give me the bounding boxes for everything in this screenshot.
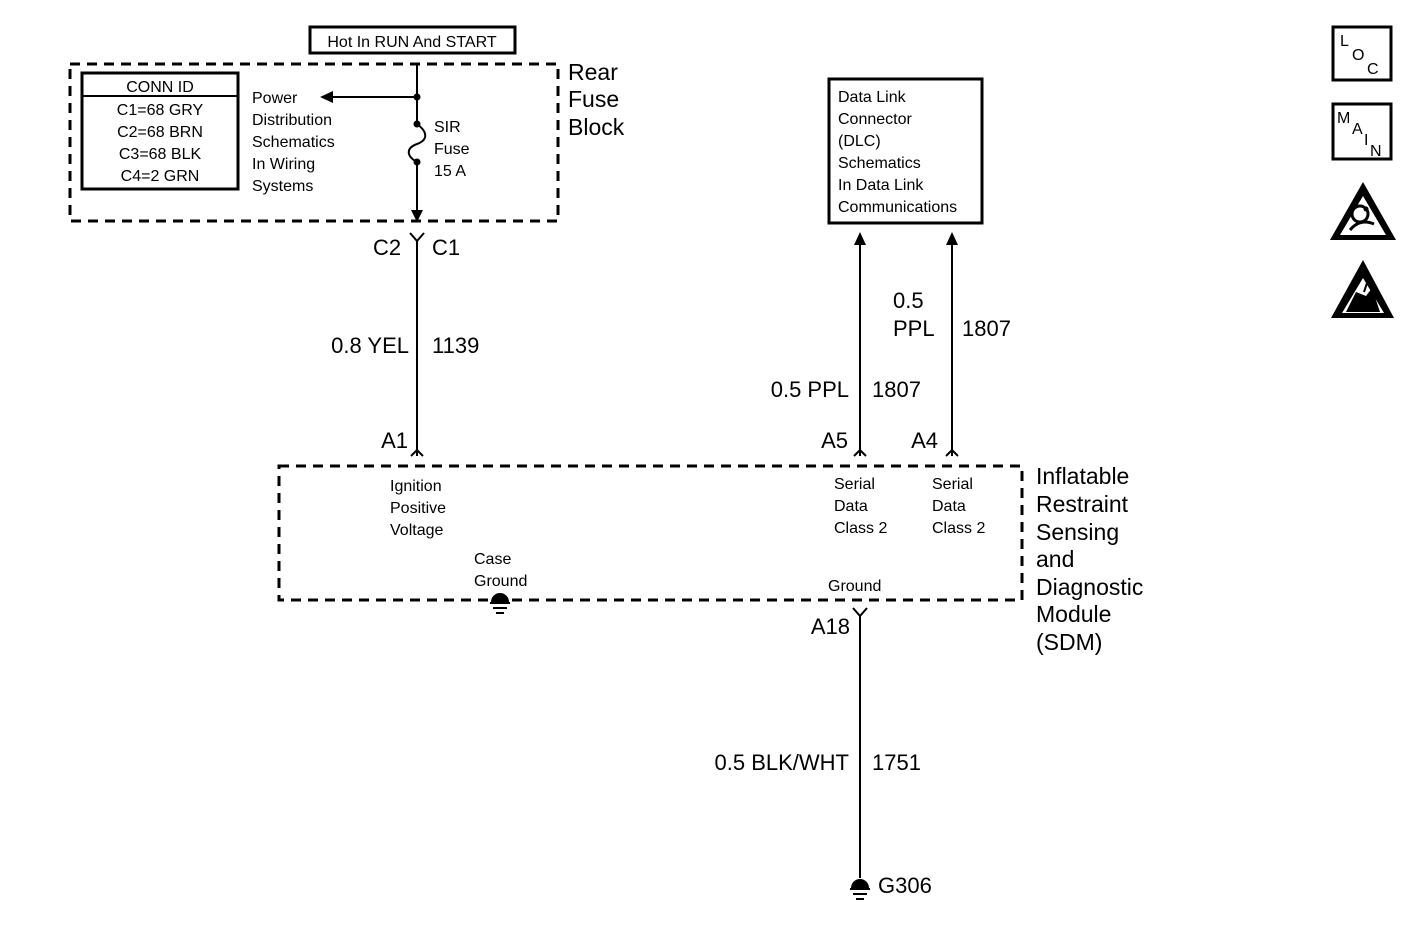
wire-1751-gauge-color: 0.5 BLK/WHT	[715, 750, 849, 775]
sdm-title-line: Restraint	[1036, 491, 1129, 517]
wire-1139-gauge-color: 0.8 YEL	[331, 333, 409, 358]
dlc-line: (DLC)	[838, 133, 881, 150]
conn-id-row: C1=68 GRY	[117, 102, 204, 119]
main-letter: M	[1337, 110, 1350, 127]
sdm-title-line: Diagnostic	[1036, 574, 1143, 600]
ign-line: Positive	[390, 500, 446, 517]
main-letter: I	[1364, 132, 1368, 149]
fuse-icon	[407, 123, 427, 163]
conn-id-header: CONN ID	[126, 79, 194, 96]
sd-a5-line: Data	[834, 498, 868, 515]
sd-a4-line: Serial	[932, 476, 973, 493]
rear-fuse-block: Rear Fuse Block CONN ID C1=68 GRY C2=68 …	[68, 59, 625, 223]
wire-1751-circuit: 1751	[872, 750, 921, 775]
connector-a18-icon	[852, 607, 868, 618]
power-ref-line: Schematics	[252, 134, 335, 151]
power-ref-line: Systems	[252, 178, 313, 195]
pin-a1-label: A1	[381, 428, 408, 453]
connector-a1-icon	[410, 448, 424, 457]
dlc-box: Data Link Connector (DLC) Schematics In …	[827, 77, 984, 225]
sd-a4-line: Data	[932, 498, 966, 515]
main-button[interactable]: M A I N	[1331, 102, 1393, 161]
pin-a18-label: A18	[811, 614, 850, 639]
power-ref-line: In Wiring	[252, 156, 315, 173]
fuse-line: Fuse	[434, 141, 470, 158]
conn-id-row: C2=68 BRN	[117, 124, 203, 141]
loc-letter: L	[1340, 33, 1349, 50]
loc-button[interactable]: L O C	[1331, 25, 1393, 82]
ign-line: Ignition	[390, 478, 442, 495]
pin-a5-label: A5	[821, 428, 848, 453]
wire-1807-a4-gauge: 0.5	[893, 288, 924, 313]
ground-g306-label: G306	[878, 873, 932, 898]
dlc-line: Schematics	[838, 155, 921, 172]
connector-c1-label: C1	[432, 235, 460, 260]
power-ref-line: Distribution	[252, 112, 332, 129]
rear-fuse-block-title-3: Block	[568, 114, 625, 140]
dlc-line: Connector	[838, 111, 912, 128]
dlc-line: Communications	[838, 199, 957, 216]
ground-label: Ground	[828, 578, 881, 595]
sd-a4-line: Class 2	[932, 520, 985, 537]
sd-a5-line: Serial	[834, 476, 875, 493]
loc-letter: O	[1352, 47, 1364, 64]
loc-letter: C	[1367, 61, 1379, 78]
esd-warning-icon[interactable]	[1331, 260, 1394, 318]
airbag-warning-icon[interactable]	[1330, 182, 1396, 240]
pin-a4-label: A4	[911, 428, 938, 453]
wire-1807-a5-circuit: 1807	[872, 377, 921, 402]
wire-1807-a4-color: PPL	[893, 316, 935, 341]
connector-a4-icon	[945, 448, 959, 457]
case-ground-line: Case	[474, 551, 511, 568]
sdm-title-line: Inflatable	[1036, 463, 1129, 489]
dlc-line: In Data Link	[838, 177, 924, 194]
sd-a5-line: Class 2	[834, 520, 887, 537]
rear-fuse-block-title-1: Rear	[568, 59, 618, 85]
arrow-up-icon	[946, 232, 958, 245]
sdm-module: Inflatable Restraint Sensing and Diagnos…	[277, 463, 1143, 655]
conn-id-table: CONN ID C1=68 GRY C2=68 BRN C3=68 BLK C4…	[80, 71, 240, 191]
main-letter: A	[1352, 121, 1363, 138]
fuse-line: 15 A	[434, 163, 466, 180]
supply-label-box: Hot In RUN And START	[308, 25, 517, 55]
conn-id-row: C4=2 GRN	[121, 168, 200, 185]
connector-c2-label: C2	[373, 235, 401, 260]
supply-label: Hot In RUN And START	[327, 34, 496, 51]
arrow-left-icon	[320, 91, 333, 103]
ign-line: Voltage	[390, 522, 443, 539]
wire-1139-circuit: 1139	[432, 333, 479, 358]
wire-1807-a5-gauge-color: 0.5 PPL	[771, 377, 849, 402]
power-ref-line: Power	[252, 90, 298, 107]
arrow-up-icon	[854, 232, 866, 245]
ground-g306-icon	[850, 879, 870, 900]
fuse-line: SIR	[434, 119, 461, 136]
case-ground-icon	[490, 593, 510, 614]
sdm-title-line: Module	[1036, 601, 1111, 627]
wire-1807-a4-circuit: 1807	[962, 316, 1011, 341]
connector-c1-icon	[409, 232, 425, 243]
rear-fuse-block-title-2: Fuse	[568, 86, 619, 112]
dlc-line: Data Link	[838, 89, 907, 106]
main-letter: N	[1370, 143, 1382, 160]
case-ground-line: Ground	[474, 573, 527, 590]
sdm-title-line: and	[1036, 546, 1074, 572]
sdm-title-line: Sensing	[1036, 519, 1119, 545]
sdm-title-line: (SDM)	[1036, 629, 1102, 655]
connector-a5-icon	[853, 448, 867, 457]
arrow-down-icon	[411, 210, 423, 222]
conn-id-row: C3=68 BLK	[119, 146, 202, 163]
